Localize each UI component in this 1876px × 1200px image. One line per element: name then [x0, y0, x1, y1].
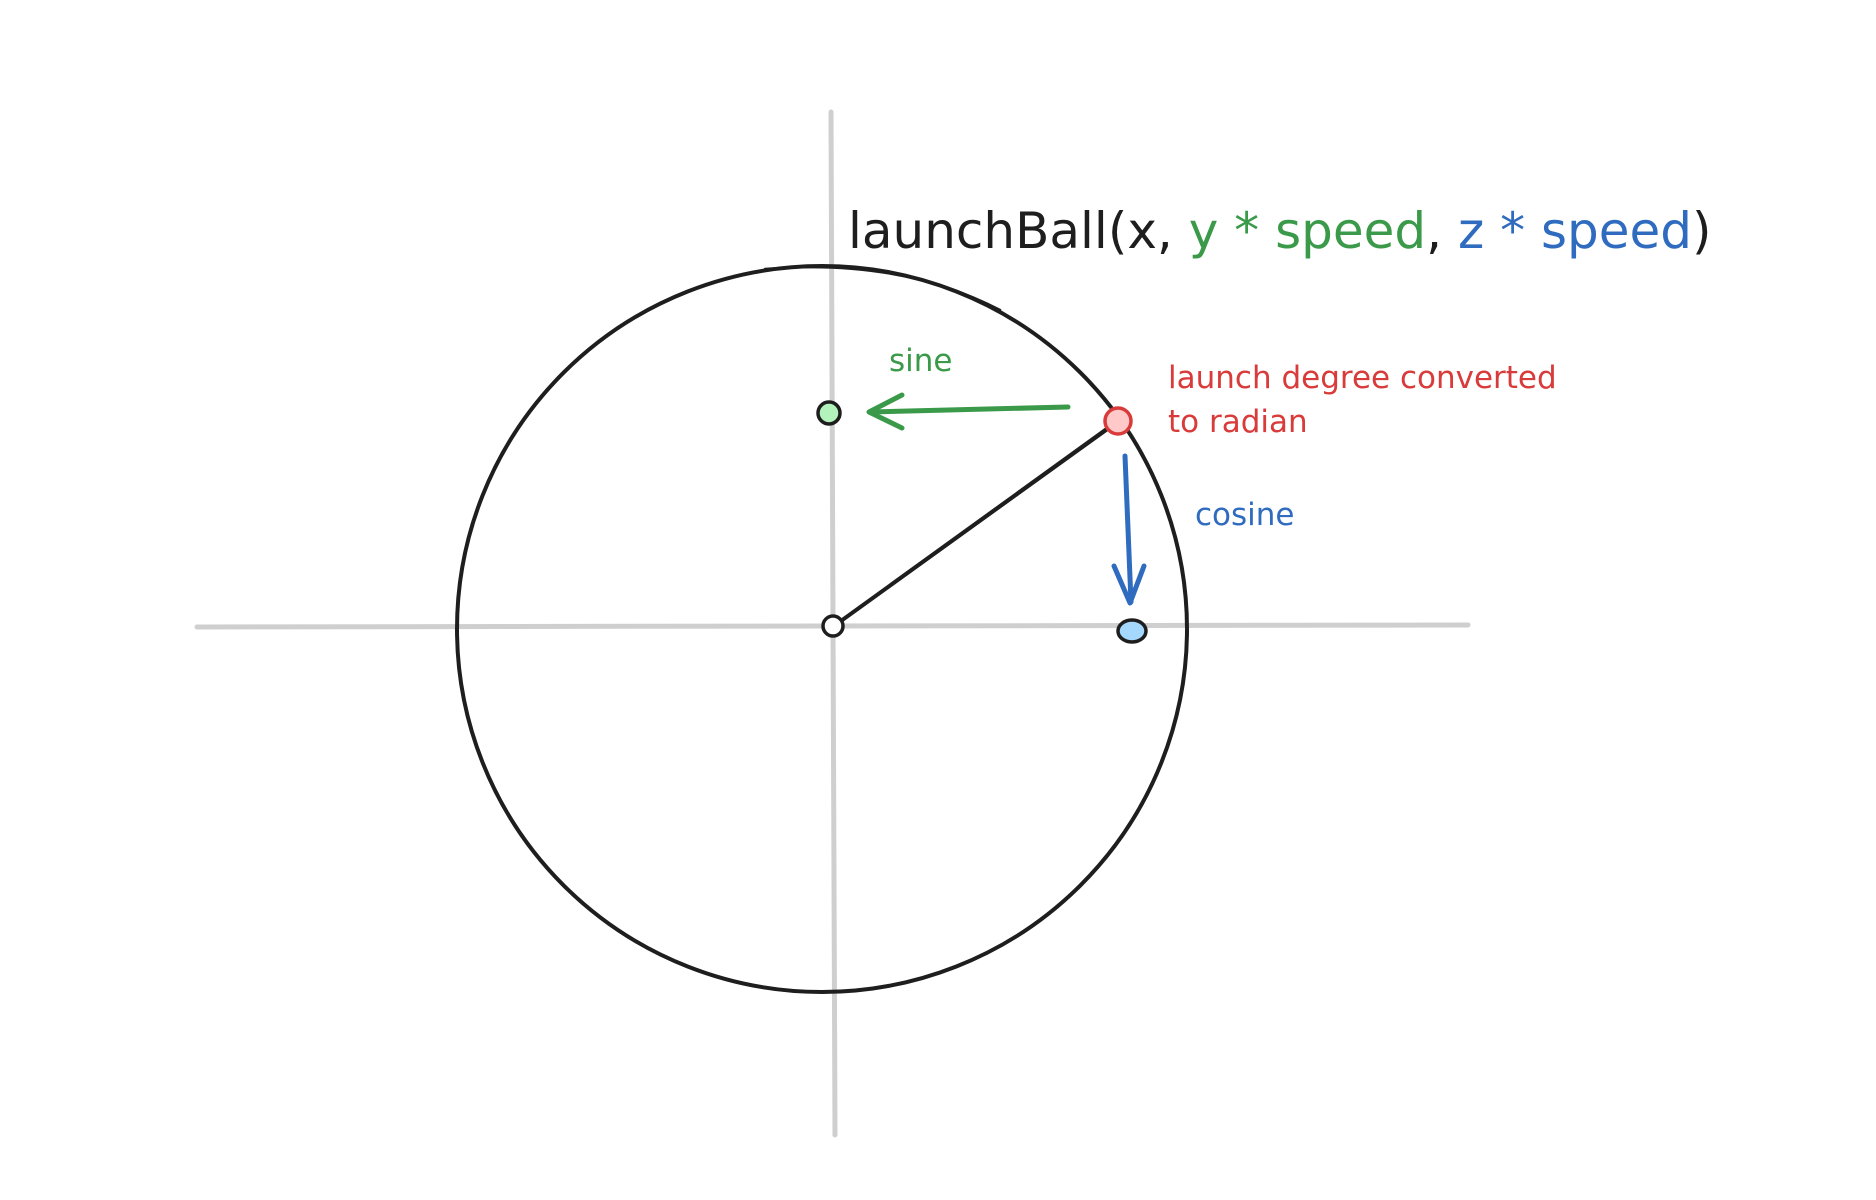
sine-point: [816, 400, 842, 426]
code-suffix: ): [1692, 202, 1712, 260]
cosine-arrow: [1111, 453, 1147, 606]
launch-label-line1: launch degree converted: [1168, 360, 1557, 396]
code-z-part: z * speed: [1458, 202, 1692, 260]
sine-label: sine: [889, 343, 952, 379]
code-prefix: launchBall(x,: [848, 202, 1189, 260]
cosine-point: [1116, 618, 1148, 644]
code-y-part: y * speed: [1189, 202, 1426, 260]
sine-arrow: [866, 392, 1071, 431]
code-separator: ,: [1426, 202, 1458, 260]
radius-line-sketch: [837, 426, 1113, 625]
origin-point: [821, 614, 845, 638]
unit-circle-sketch-stroke: [763, 265, 1002, 312]
launch-ball-code: launchBall(x, y * speed, z * speed): [848, 202, 1712, 260]
launch-label-line2: to radian: [1168, 404, 1308, 440]
cosine-label: cosine: [1195, 497, 1295, 533]
launch-point: [1103, 406, 1133, 436]
